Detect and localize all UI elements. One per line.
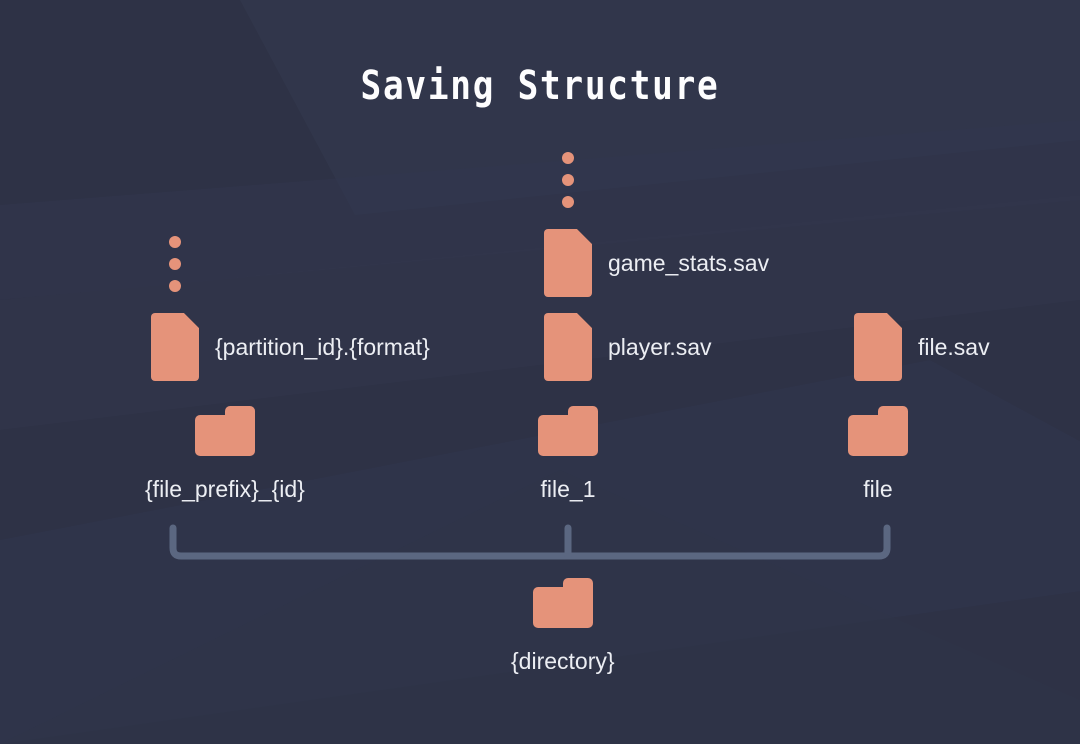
file-label: file.sav: [918, 333, 990, 360]
file-label: player.sav: [608, 333, 712, 360]
file-node-player[interactable]: player.sav: [544, 313, 712, 381]
folder-label: file: [863, 476, 893, 502]
folder-icon: [532, 578, 593, 628]
file-label: game_stats.sav: [608, 249, 770, 276]
ellipsis-dot: [562, 196, 574, 208]
ellipsis-dot: [562, 152, 574, 164]
bracket-connector: [169, 524, 891, 560]
folder-node-file-prefix[interactable]: {file_prefix}_{id}: [145, 406, 305, 501]
folder-label: {directory}: [511, 648, 615, 674]
ellipsis-dot: [562, 174, 574, 186]
file-label: {partition_id}.{format}: [215, 333, 430, 360]
folder-node-file-1[interactable]: file_1: [538, 406, 598, 501]
folder-node-directory[interactable]: {directory}: [511, 578, 615, 673]
left-vertical-ellipsis: [169, 236, 181, 292]
ellipsis-dot: [169, 258, 181, 270]
file-node-game-stats[interactable]: game_stats.sav: [544, 229, 769, 297]
page-title: Saving Structure: [360, 63, 720, 109]
file-node-file-sav[interactable]: file.sav: [854, 313, 990, 381]
file-icon: [544, 313, 592, 381]
folder-icon: [194, 406, 255, 456]
folder-label: {file_prefix}_{id}: [145, 476, 305, 502]
ellipsis-dot: [169, 280, 181, 292]
ellipsis-dot: [169, 236, 181, 248]
folder-icon: [538, 406, 598, 456]
folder-icon: [848, 406, 908, 456]
file-icon: [544, 229, 592, 297]
file-icon: [151, 313, 199, 381]
folder-label: file_1: [540, 476, 596, 502]
file-node-partition[interactable]: {partition_id}.{format}: [151, 313, 430, 381]
file-icon: [854, 313, 902, 381]
center-vertical-ellipsis: [562, 152, 574, 208]
folder-node-file[interactable]: file: [848, 406, 908, 501]
